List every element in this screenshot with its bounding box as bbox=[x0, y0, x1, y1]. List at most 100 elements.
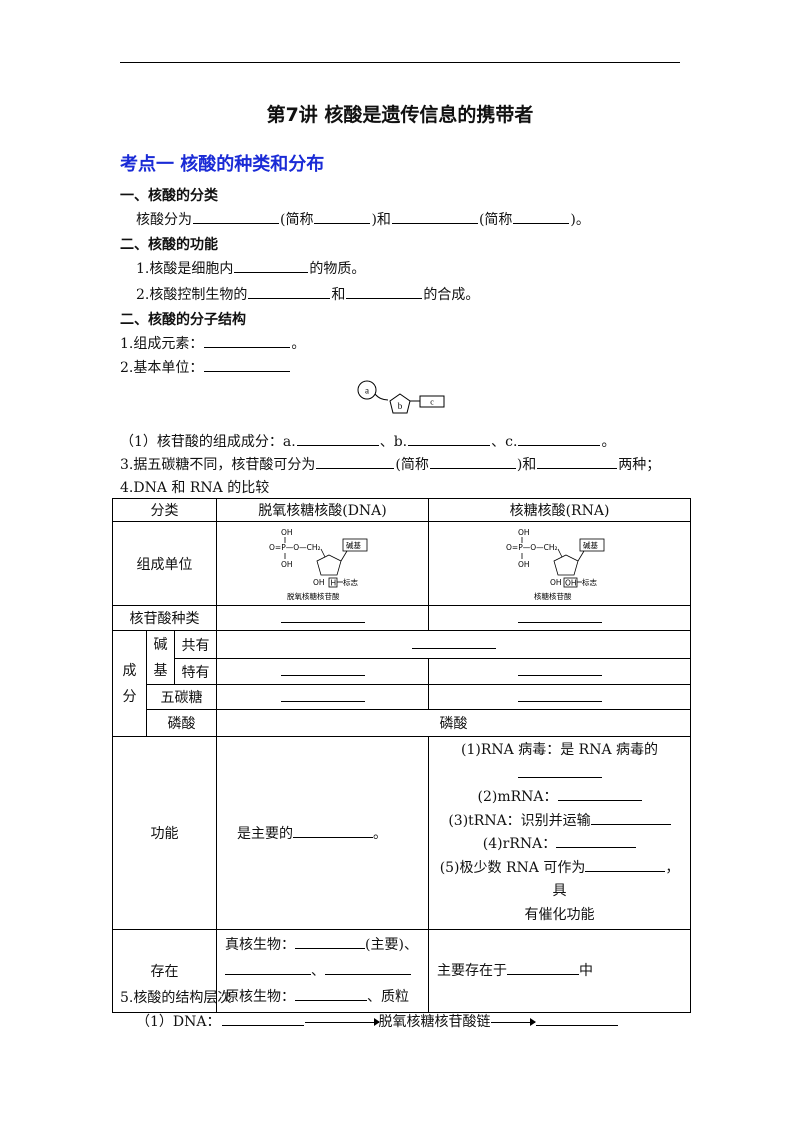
struct-text: OH bbox=[550, 578, 562, 587]
blank[interactable] bbox=[248, 284, 331, 299]
row-unit-label: 组成单位 bbox=[111, 521, 218, 606]
header-category: 分类 bbox=[111, 498, 218, 522]
heading-structure: 二、核酸的分子结构 bbox=[120, 312, 246, 328]
dna-rna-comparison-table: 分类 脱氧核糖核酸(DNA) 核糖核酸(RNA) 组成单位 OH O=P—O—C… bbox=[111, 498, 692, 1013]
compare-heading: 4.DNA 和 RNA 的比较 bbox=[120, 480, 270, 496]
blank[interactable] bbox=[513, 209, 570, 224]
rna-structure-cell: OH O=P—O—CH₂ OH 碱基 OH OH 标志 核糖核苷酸 bbox=[428, 521, 692, 606]
page-title: 第7讲 核酸是遗传信息的携带者 bbox=[266, 104, 534, 126]
nucleotide-diagram: a b c bbox=[357, 380, 445, 414]
struct-text: OH bbox=[313, 578, 325, 587]
blank[interactable] bbox=[556, 835, 637, 848]
blank[interactable] bbox=[429, 454, 516, 469]
diagram-label-a: a bbox=[365, 386, 369, 396]
table-row: 组成单位 OH O=P—O—CH₂ OH 碱基 OH H bbox=[111, 521, 692, 606]
blank[interactable] bbox=[280, 689, 365, 702]
row-composition-label: 成分 bbox=[112, 630, 147, 737]
blank[interactable] bbox=[296, 431, 379, 446]
blank[interactable] bbox=[316, 454, 395, 469]
rna-function-cell: (1)RNA 病毒：是 RNA 病毒的 (2)mRNA： (3)tRNA：识别并… bbox=[428, 736, 692, 930]
blank[interactable] bbox=[280, 663, 365, 676]
blank[interactable] bbox=[517, 689, 602, 702]
dna-hierarchy-line: （1）DNA：脱氧核糖核苷酸链 bbox=[136, 1011, 619, 1031]
blank[interactable] bbox=[204, 357, 291, 372]
blank[interactable] bbox=[325, 962, 412, 975]
table-row: 分类 脱氧核糖核酸(DNA) 核糖核酸(RNA) bbox=[111, 498, 692, 522]
element-line: 1.组成元素：。 bbox=[120, 333, 305, 353]
row-base-label: 碱基 bbox=[146, 630, 175, 685]
table-row: 核苷酸种类 bbox=[111, 605, 692, 631]
struct-text: OH bbox=[518, 528, 530, 537]
blank[interactable] bbox=[537, 454, 618, 469]
diagram-label-b: b bbox=[398, 401, 403, 411]
blank[interactable] bbox=[295, 936, 366, 949]
rna-function-4: (4)rRNA： bbox=[482, 836, 557, 852]
heading-classification: 一、核酸的分类 bbox=[120, 188, 218, 204]
struct-text: 标志 bbox=[582, 577, 597, 587]
label-phosphate: 磷酸 bbox=[145, 709, 218, 737]
blank[interactable] bbox=[204, 333, 291, 348]
blank[interactable] bbox=[590, 812, 671, 825]
struct-text: OH bbox=[565, 578, 577, 587]
header-rule bbox=[120, 62, 680, 63]
blank[interactable] bbox=[517, 765, 602, 778]
label-pentose: 五碳糖 bbox=[145, 684, 218, 710]
diagram-label-c: c bbox=[430, 398, 434, 407]
component-line: （1）核苷酸的组成成分：a.、b.、c.。 bbox=[120, 431, 615, 451]
blank[interactable] bbox=[193, 209, 279, 224]
dna-function-cell: 是主要的。 bbox=[216, 736, 430, 930]
phosphate-value: 磷酸 bbox=[216, 709, 692, 737]
blank[interactable] bbox=[295, 988, 368, 1001]
blank[interactable] bbox=[225, 962, 312, 975]
blank[interactable] bbox=[346, 284, 423, 299]
structure-hierarchy-heading: 5.核酸的结构层次 bbox=[120, 990, 232, 1006]
table-row: 存在 真核生物：(主要)、 、 原核生物：、质粒 主要存在于中 bbox=[111, 929, 692, 1013]
ribonucleotide-structure: OH O=P—O—CH₂ OH 碱基 OH OH 标志 核糖核苷酸 bbox=[506, 528, 604, 601]
nucleotide-type-line: 3.据五碳糖不同，核苷酸可分为(简称)和两种； bbox=[120, 454, 660, 474]
blank[interactable] bbox=[517, 610, 602, 623]
blank[interactable] bbox=[221, 1011, 304, 1026]
heading-function: 二、核酸的功能 bbox=[120, 237, 218, 253]
table-row: 成分 碱基 共有 bbox=[112, 630, 692, 737]
table-row: 功能 是主要的。 (1)RNA 病毒：是 RNA 病毒的 (2)mRNA： (3… bbox=[111, 736, 692, 930]
blank[interactable] bbox=[234, 258, 309, 273]
blank[interactable] bbox=[293, 825, 374, 838]
rna-function-1: (1)RNA 病毒：是 RNA 病毒的 bbox=[461, 742, 658, 758]
struct-text: H bbox=[330, 578, 336, 587]
function-line-1: 1.核酸是细胞内的物质。 bbox=[136, 258, 365, 278]
label-specific: 特有 bbox=[173, 658, 218, 685]
blank[interactable] bbox=[314, 209, 371, 224]
label-shared: 共有 bbox=[173, 630, 218, 659]
rna-function-5: (5)极少数 RNA 可作为 bbox=[439, 859, 586, 876]
struct-caption: 脱氧核糖核苷酸 bbox=[287, 591, 340, 601]
table-row: 五碳糖 bbox=[113, 684, 692, 710]
arrow-icon bbox=[304, 1018, 380, 1026]
section-kaodian: 考点一 核酸的种类和分布 bbox=[120, 154, 325, 175]
blank[interactable] bbox=[585, 859, 666, 872]
blank[interactable] bbox=[535, 1011, 618, 1026]
blank[interactable] bbox=[557, 788, 642, 801]
blank[interactable] bbox=[391, 209, 478, 224]
blank[interactable] bbox=[518, 431, 601, 446]
struct-text: OH bbox=[281, 528, 293, 537]
blank[interactable] bbox=[411, 636, 496, 649]
classification-line: 核酸分为(简称)和(简称)。 bbox=[136, 209, 590, 229]
table-row: 特有 bbox=[113, 658, 692, 685]
blank[interactable] bbox=[517, 663, 602, 676]
row-nucleotide-label: 核苷酸种类 bbox=[111, 605, 218, 631]
arrow-icon bbox=[490, 1018, 536, 1026]
rna-exist-cell: 主要存在于中 bbox=[428, 929, 692, 1013]
struct-text: O=P—O—CH₂ bbox=[269, 543, 321, 552]
struct-text: 碱基 bbox=[583, 540, 598, 550]
function-line-2: 2.核酸控制生物的和的合成。 bbox=[136, 284, 479, 304]
struct-text: OH bbox=[518, 560, 530, 569]
row-function-label: 功能 bbox=[111, 736, 218, 930]
blank[interactable] bbox=[507, 962, 580, 975]
struct-text: 碱基 bbox=[346, 540, 361, 550]
blank[interactable] bbox=[408, 431, 491, 446]
struct-text: OH bbox=[281, 560, 293, 569]
blank[interactable] bbox=[280, 610, 365, 623]
dna-structure-cell: OH O=P—O—CH₂ OH 碱基 OH H 标志 脱氧核糖核苷酸 bbox=[216, 521, 430, 606]
header-rna: 核糖核酸(RNA) bbox=[428, 498, 692, 522]
deoxyribonucleotide-structure: OH O=P—O—CH₂ OH 碱基 OH H 标志 脱氧核糖核苷酸 bbox=[269, 528, 367, 601]
